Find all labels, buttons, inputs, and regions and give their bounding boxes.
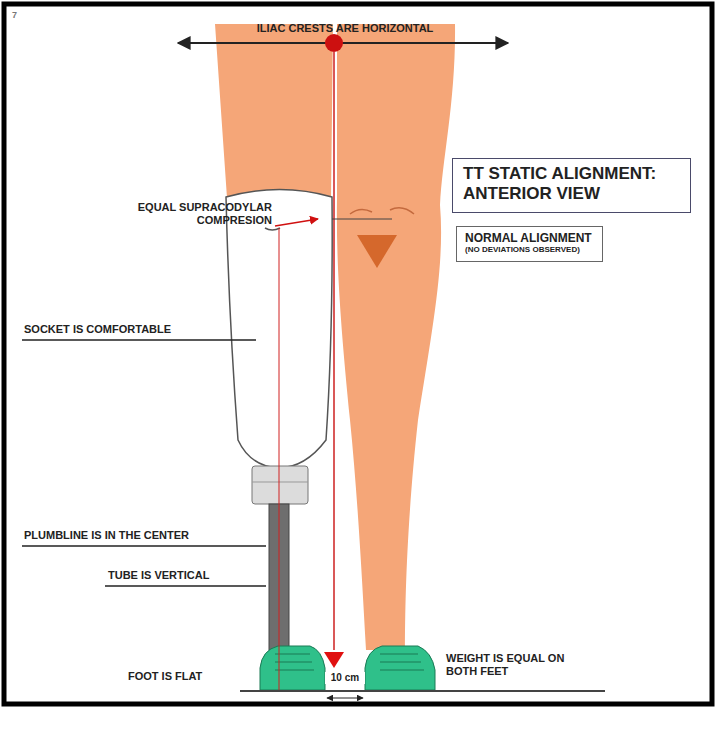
center-arrowhead [324, 652, 344, 668]
status-box: NORMAL ALIGNMENT(NO DEVIATIONS OBSERVED) [456, 226, 603, 262]
title-box: TT STATIC ALIGNMENT: ANTERIOR VIEW [452, 158, 691, 213]
sound-foot [365, 646, 435, 690]
shoe-laces [275, 654, 314, 670]
level-line [332, 219, 392, 220]
leader-line [22, 545, 266, 547]
ground-line [240, 690, 605, 692]
center-dot [325, 34, 343, 52]
kneecap [357, 235, 397, 268]
leader-line [105, 585, 266, 587]
pylon-adapter [252, 466, 308, 504]
plumbline [279, 228, 280, 690]
dimension-label: 10 cm [325, 672, 365, 684]
knee-crease [350, 208, 414, 214]
dimension-arrow [327, 698, 363, 699]
tube-label: TUBE IS VERTICAL [108, 569, 268, 582]
supracondylar-label: EQUAL SUPRACODYLAR COMPRESION [112, 201, 272, 226]
box-heading: TT STATIC ALIGNMENT: ANTERIOR VIEW [463, 164, 678, 205]
shoe-laces [380, 654, 424, 670]
weight-label: WEIGHT IS EQUAL ON BOTH FEET [446, 652, 566, 677]
leader-line [22, 339, 256, 341]
iliac-label: ILIAC CRESTS ARE HORIZONTAL [195, 22, 495, 35]
box-heading: NORMAL ALIGNMENT [465, 231, 594, 245]
leader-arrow [275, 219, 318, 226]
adapter-line [252, 482, 308, 483]
prosthetic-foot [260, 646, 325, 690]
foot-label: FOOT IS FLAT [128, 670, 258, 683]
page-number: 7 [12, 10, 32, 20]
socket-mark [265, 228, 280, 230]
center-line [333, 52, 335, 650]
residual-thigh [215, 24, 333, 198]
sound-leg [337, 24, 455, 650]
socket-label: SOCKET IS COMFORTABLE [24, 323, 254, 336]
plumbline-label: PLUMBLINE IS IN THE CENTER [24, 529, 264, 542]
box-note: (NO DEVIATIONS OBSERVED) [465, 245, 594, 255]
frame [4, 4, 712, 704]
